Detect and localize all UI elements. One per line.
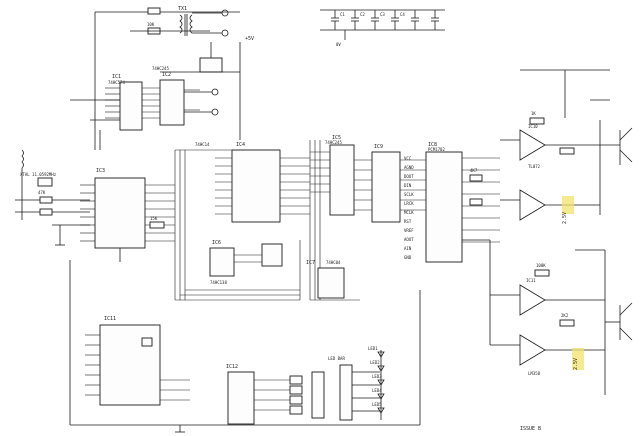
codec-pin: RST	[404, 219, 412, 224]
resistor-label: 10K	[147, 22, 155, 27]
ic1-part: 74HC574	[108, 80, 125, 85]
codec-pin: AOUT	[404, 237, 414, 242]
input-network: XTAL 11.0592MHz	[15, 99, 120, 246]
codec-pin: DIN	[404, 183, 412, 188]
led-label: LED1	[368, 346, 378, 351]
ground-label: 0V	[336, 42, 341, 47]
ic4-chip: IC4 74HC14	[195, 142, 310, 223]
transformer-label: TX1	[178, 6, 187, 12]
ic12-label: IC12	[226, 364, 238, 370]
opamp-part: LM358	[528, 371, 541, 376]
cap-label: C1	[340, 12, 345, 17]
codec-pin: AIN	[404, 246, 412, 251]
resistor-label: 4K7	[470, 168, 478, 173]
resistor-label: 47K	[38, 190, 46, 195]
ic5-chip: IC5 74HC245	[310, 135, 372, 216]
codec-pin: AGND	[404, 165, 414, 170]
cap-label: C2	[360, 12, 365, 17]
handwritten-note: 2.5V	[573, 358, 579, 370]
footer-note: ISSUE B	[520, 426, 541, 432]
codec-part: PCM1702	[428, 147, 445, 152]
resistor-label: 15K	[150, 216, 158, 221]
ic5-label: IC5	[332, 135, 341, 141]
ic8-chip: IC9	[354, 144, 426, 223]
led-label: LED4	[372, 388, 382, 393]
resistor-label: 1K	[531, 111, 536, 116]
led-label: LED2	[370, 360, 380, 365]
ic2-chip: IC2 74HC245	[152, 66, 200, 126]
codec-pin: GND	[404, 255, 412, 260]
ic2-label: IC2	[162, 72, 171, 78]
ic7-chip: IC7 74HC04	[306, 260, 345, 299]
resistor-label: 2K2	[561, 313, 569, 318]
opamp-label: IC10	[528, 124, 538, 129]
led-label: LED3	[372, 374, 382, 379]
cap-label: C4	[400, 12, 405, 17]
data-bus	[174, 140, 360, 301]
codec-pin: MCLK	[404, 210, 414, 215]
ic4-part: 74HC14	[195, 142, 210, 147]
ic5-part: 74HC245	[325, 140, 342, 145]
codec-pin: VREF	[404, 228, 414, 233]
codec-pin: VCC	[404, 156, 412, 161]
opamp-stage-upper: IC10 TL072 2.5V	[500, 69, 633, 224]
resistor-label: 100K	[536, 263, 546, 268]
connector-label: LED BAR	[328, 356, 345, 361]
ic7-part: 74HC04	[326, 260, 341, 265]
codec-chip: IC8 PCM1702 VCC AGND DOUT DIN SCLK LRCK …	[404, 142, 500, 263]
ic11-label: IC11	[104, 316, 116, 322]
led-column: LED1 LED2 LED3 LED4 LED5	[368, 346, 385, 420]
ic4-label: IC4	[236, 142, 245, 148]
opamp-part: TL072	[528, 164, 541, 169]
codec-pin: DOUT	[404, 174, 414, 179]
ic7-label: IC7	[306, 260, 315, 266]
ic6-part: 74HC138	[210, 280, 227, 285]
power-section: TX1 +5V	[94, 6, 254, 150]
ic1-label: IC1	[112, 74, 121, 80]
ic12-chip: IC12	[226, 364, 325, 425]
ground-rail	[69, 260, 421, 433]
ic6-chip: IC6 74HC138	[209, 240, 283, 285]
ic8-label: IC9	[374, 144, 383, 150]
crystal-label: XTAL 11.0592MHz	[20, 172, 57, 177]
ic11-chip: IC11	[85, 316, 190, 406]
ic2-part: 74HC245	[152, 66, 169, 71]
codec-label: IC8	[428, 142, 437, 148]
led-bar-connector: LED BAR	[328, 356, 380, 421]
ic6-label: IC6	[212, 240, 221, 246]
opamp-label: IC11	[526, 278, 536, 283]
cap-label: C3	[380, 12, 385, 17]
codec-pin: LRCK	[404, 201, 414, 206]
led-label: LED5	[372, 402, 382, 407]
decoupling-cap-bank: C1 C2 C3 C4 0V	[320, 9, 445, 47]
handwritten-note: 2.5V	[562, 212, 568, 224]
supply-label-top: +5V	[245, 36, 254, 42]
resistor-labels: 10K 47K 15K 4K7 1K 100K 2K2	[38, 22, 569, 318]
ic3-microcontroller: IC3	[80, 168, 175, 262]
transformer-symbol	[179, 14, 193, 36]
ic1-chip: IC1 74HC574	[105, 74, 160, 131]
ic3-label: IC3	[96, 168, 105, 174]
codec-pin: SCLK	[404, 192, 414, 197]
opamp-stage-lower: IC11 LM358 2.5V	[462, 239, 633, 395]
